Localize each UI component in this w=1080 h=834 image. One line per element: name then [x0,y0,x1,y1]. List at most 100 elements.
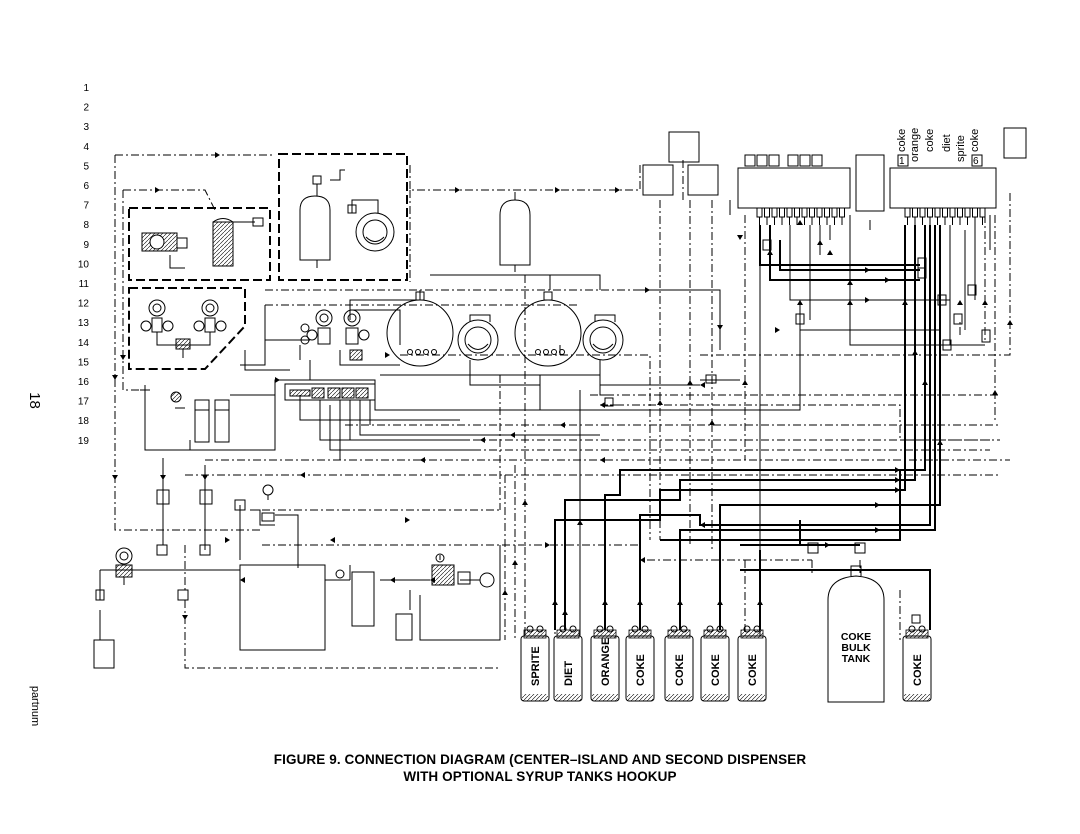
bulk-tank-label-1: COKE [841,631,871,643]
flow-arrow [600,402,605,408]
legend-number: 7 [83,201,89,212]
nozzle [816,207,823,218]
flow-arrow [602,600,608,605]
legend-number: 17 [78,397,90,408]
flow-arrow [455,187,460,193]
flow-arrow [385,352,390,358]
flow-arrow [502,590,508,595]
legend-number: 8 [83,220,89,231]
flow-arrow [545,542,550,548]
nozzle [794,207,800,218]
nozzle [957,207,963,218]
flow-arrow [797,300,803,305]
flow-arrow [885,277,890,283]
nozzle [942,207,948,218]
syrup-tank: COKE [737,625,767,702]
flow-arrow [120,355,126,360]
flow-arrow [330,537,335,543]
flow-arrow [160,475,166,480]
flow-arrow [405,517,410,523]
nozzle [972,207,978,218]
disp-right-label-1: diet [941,134,953,152]
flow-arrow [700,382,705,388]
cooling-unit [299,169,395,268]
flow-arrow [737,235,743,240]
enclosure-boxes [128,153,408,370]
bulk-tank-label-2: BULK [841,642,871,654]
dispenser-units [642,127,1027,212]
disp-right-label-2: sprite [955,135,967,162]
flow-arrow [992,390,998,395]
nozzle [912,207,918,218]
syrup-tank-label: ORANGE [600,638,612,686]
syrup-tank: SPRITE [520,625,550,702]
nozzle [771,207,778,218]
coke-bulk-tank: COKE BULK TANK [827,565,885,703]
tee-fittings [140,239,991,624]
flow-arrow [847,300,853,305]
water-inlet-assembly [93,484,495,669]
legend-number: 16 [78,377,90,388]
nozzle [824,207,830,218]
flow-arrow [555,187,560,193]
flow-arrow [1007,320,1013,325]
flow-arrow [767,250,773,255]
flow-arrow [902,300,908,305]
nozzle [904,207,911,218]
flow-arrow [300,472,305,478]
nozzle [964,207,971,218]
box-c [687,164,719,196]
nozzle [919,207,926,218]
dispenser-nozzles [756,207,986,225]
dispenser-1-body [737,167,851,209]
flow-arrow [847,280,853,285]
flow-arrows [112,152,1013,620]
box-d [1003,127,1027,159]
flow-arrow [577,520,583,525]
nozzle [809,207,815,218]
disp-left-label-1: coke [896,129,908,152]
nozzle [831,207,838,218]
flow-arrow [390,577,395,583]
box-a [668,131,700,163]
page-number: 18 [25,392,43,409]
flow-arrow [775,327,780,333]
syrup-tank-label: COKE [674,654,686,686]
flow-arrow [560,422,565,428]
dispenser-2-body [889,167,997,209]
flow-arrow [225,537,230,543]
syrup-tank: DIET [553,625,583,702]
flow-arrow [875,527,880,533]
legend-number: 12 [78,299,90,310]
nozzle [839,207,845,218]
flow-arrow [202,475,208,480]
legend-number: 15 [78,357,90,368]
nozzle [927,207,933,218]
flow-arrow [875,502,880,508]
carbonator-pump-assembly [141,217,264,269]
disp-right-label-3: coke [969,129,981,152]
legend-number: 19 [78,436,90,447]
flow-arrow [645,287,650,293]
syrup-tank: COKE [700,625,730,702]
flow-arrow [700,522,705,528]
syrup-tank-label: DIET [563,661,575,686]
flow-arrow [640,557,645,563]
flow-arrow [717,325,723,330]
precooler-tank [499,192,531,272]
legend-number: 10 [78,259,90,270]
nozzle [979,207,986,218]
syrup-tank: COKE [625,625,655,702]
flow-arrow [182,615,188,620]
nozzle [786,207,793,218]
disp-right-label-4: 6 [973,156,979,167]
legend-number: 6 [83,181,89,192]
legend-number: 14 [78,338,90,349]
legend-number: 2 [83,103,89,114]
flow-arrow [637,600,643,605]
bulk-tank-label-3: TANK [842,653,871,665]
flow-arrow [215,152,220,158]
syrup-tank-label: COKE [912,654,924,686]
